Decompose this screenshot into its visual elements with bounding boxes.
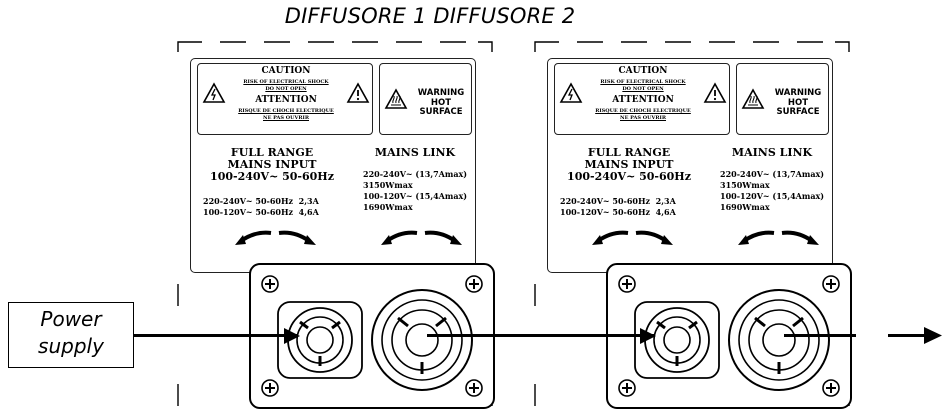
input-rotation-arrows-icon [235,230,316,245]
input-title-1: FULL RANGE [587,146,671,159]
powercon-link-icon [728,289,830,391]
link-rotation-arrows-icon [738,230,819,245]
diagram-title: DIFFUSORE 1 DIFFUSORE 2 [284,4,576,28]
output-line [888,334,926,337]
caution-line-1: RISK OF ELECTRICAL SHOCK [243,79,329,85]
caution-line-1: RISK OF ELECTRICAL SHOCK [600,79,686,85]
attention-line-2: NE PAS OUVRIR [620,115,666,121]
rear-label: CAUTION RISK OF ELECTRICAL SHOCK DO NOT … [547,58,833,273]
electric-hazard-icon [559,82,583,103]
link-spec-2: 3150Wmax [720,180,770,190]
link-spec-3: 100-120V~ (15,4Amax) [363,191,468,201]
input-title-1: FULL RANGE [230,146,314,159]
power-supply-line-2: supply [38,334,104,358]
input-spec-2: 100-120V~ 50-60Hz 4,6A [203,207,319,217]
connector-plate [606,263,852,409]
output-arrow-icon [924,327,942,344]
attention-title: ATTENTION [612,95,674,105]
powercon-input-icon [634,301,720,379]
attention-title: ATTENTION [255,95,317,105]
warning-subtitle: HOT SURFACE [419,98,463,117]
powercon-input-icon [277,301,363,379]
attention-line-1: RISQUE DE CHOCH ELECTRIQUE [595,108,691,114]
link-spec-4: 1690Wmax [363,202,413,212]
power-supply-line-1: Power [40,307,102,331]
exclamation-icon [346,82,370,103]
caution-line-2: DO NOT OPEN [622,86,664,92]
warning-title: WARNING [774,88,822,98]
speaker-panel-1: CAUTION RISK OF ELECTRICAL SHOCK DO NOT … [176,40,495,412]
warning-box: WARNING HOT SURFACE [736,63,829,135]
input-range: 100-240V~ 50-60Hz [210,170,334,183]
input-range: 100-240V~ 50-60Hz [567,170,691,183]
caution-title: CAUTION [618,66,668,76]
power-line-to-speaker-1 [134,334,297,337]
input-spec-2: 100-120V~ 50-60Hz 4,6A [560,207,676,217]
link-rotation-arrows-icon [381,230,462,245]
power-supply-box: Power supply [8,302,134,368]
link-line-speaker-1-to-2 [427,334,654,337]
hot-surface-icon [384,88,408,109]
warning-subtitle: HOT SURFACE [776,98,820,117]
link-line-speaker-2-out [784,334,856,337]
attention-line-1: RISQUE DE CHOCH ELECTRIQUE [238,108,334,114]
caution-line-2: DO NOT OPEN [265,86,307,92]
input-title-2: MAINS INPUT [227,158,317,171]
link-spec-1: 220-240V~ (13,7Amax) [363,169,468,179]
link-spec-1: 220-240V~ (13,7Amax) [720,169,825,179]
link-spec-2: 3150Wmax [363,180,413,190]
caution-box: CAUTION RISK OF ELECTRICAL SHOCK DO NOT … [197,63,373,135]
caution-title: CAUTION [261,66,311,76]
input-spec-1: 220-240V~ 50-60Hz 2,3A [203,196,319,206]
link-spec-4: 1690Wmax [720,202,770,212]
electric-hazard-icon [202,82,226,103]
link-title: MAINS LINK [731,146,813,159]
powercon-link-icon [371,289,473,391]
input-title-2: MAINS INPUT [584,158,674,171]
caution-box: CAUTION RISK OF ELECTRICAL SHOCK DO NOT … [554,63,730,135]
input-rotation-arrows-icon [592,230,673,245]
exclamation-icon [703,82,727,103]
attention-line-2: NE PAS OUVRIR [263,115,309,121]
rear-label: CAUTION RISK OF ELECTRICAL SHOCK DO NOT … [190,58,476,273]
arrow-head-icon [640,328,656,344]
arrow-head-icon [284,328,300,344]
connector-plate [249,263,495,409]
link-spec-3: 100-120V~ (15,4Amax) [720,191,825,201]
warning-box: WARNING HOT SURFACE [379,63,472,135]
hot-surface-icon [741,88,765,109]
input-spec-1: 220-240V~ 50-60Hz 2,3A [560,196,676,206]
speaker-panel-2: CAUTION RISK OF ELECTRICAL SHOCK DO NOT … [533,40,852,412]
link-title: MAINS LINK [374,146,456,159]
warning-title: WARNING [417,88,465,98]
